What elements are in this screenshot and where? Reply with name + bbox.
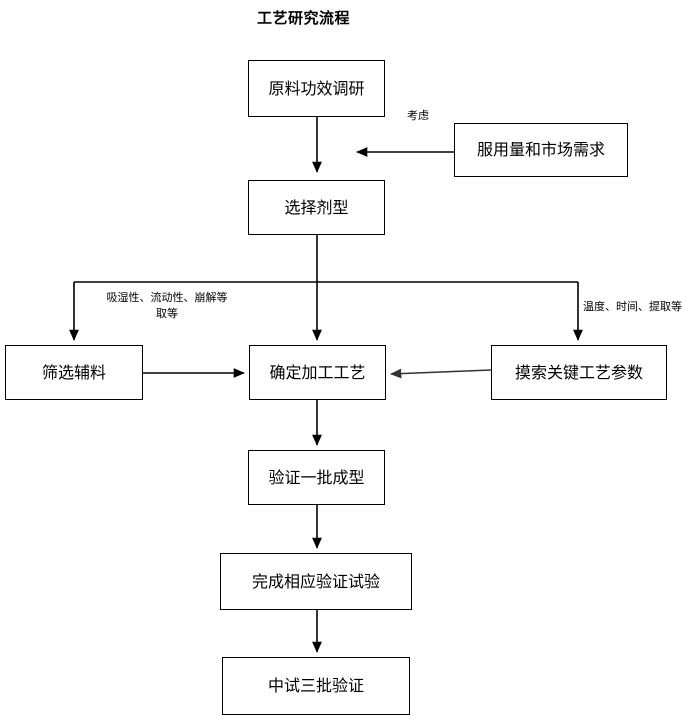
node-raw-material-efficacy-research[interactable]: 原料功效调研	[248, 60, 385, 117]
edge-explore-parameters-to-determine-process	[390, 368, 492, 379]
node-verify-one-batch-forming[interactable]: 验证一批成型	[248, 450, 385, 505]
node-dosage-and-market-demand[interactable]: 服用量和市场需求	[454, 123, 628, 177]
node-complete-validation-tests[interactable]: 完成相应验证试验	[220, 553, 412, 610]
node-select-dosage-form[interactable]: 选择剂型	[248, 180, 385, 235]
node-determine-processing-technology[interactable]: 确定加工工艺	[249, 345, 386, 400]
edge-label-consider: 考虑	[407, 109, 429, 122]
node-explore-key-process-parameters[interactable]: 摸索关键工艺参数	[491, 345, 667, 400]
node-screen-excipients[interactable]: 筛选辅料	[5, 345, 143, 400]
edge-label-excipient-properties: 吸湿性、流动性、崩解等 取等	[106, 291, 228, 320]
page-title: 工艺研究流程	[257, 9, 351, 27]
edge-label-process-parameters: 温度、时间、提取等	[583, 300, 682, 313]
node-pilot-three-batch-validation[interactable]: 中试三批验证	[222, 657, 410, 715]
